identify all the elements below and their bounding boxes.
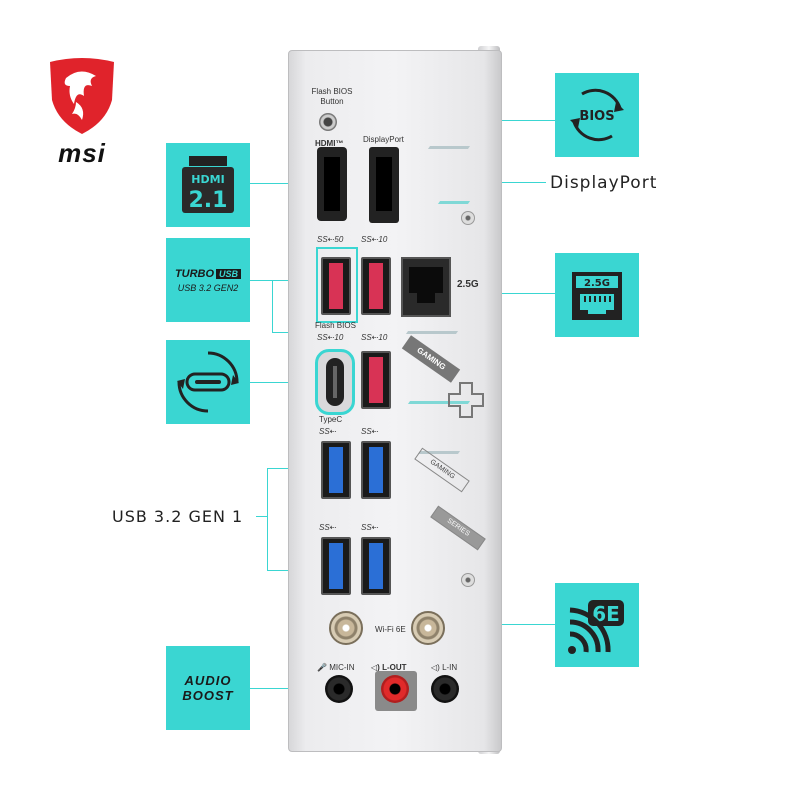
usb-speed-label: SS⇠: [361, 523, 379, 532]
leader-turbo-usb: [250, 280, 320, 281]
io-shield-panel: Flash BIOS Button HDMI™ DisplayPort SS⇠5…: [288, 50, 502, 752]
flash-bios-button[interactable]: [319, 113, 337, 131]
usb-speed-label: SS⇠10: [317, 333, 344, 342]
usb-gen2-label: USB 3.2 GEN2: [177, 282, 239, 293]
callout-lan: 2.5G: [555, 253, 639, 337]
mic-in-label: 🎤 MIC-IN: [317, 663, 355, 672]
wifi-antenna-connector[interactable]: [329, 611, 363, 645]
mic-in-jack[interactable]: [325, 675, 353, 703]
leader-usb-gen1-v: [267, 468, 268, 570]
usb-speed-label: SS⇠50: [317, 235, 344, 244]
callout-hdmi: HDMI 2.1: [166, 143, 250, 227]
callout-bios: BIOS: [555, 73, 639, 157]
microphone-icon: 🎤: [317, 663, 327, 672]
usb-gen2-port-flash-bios[interactable]: [321, 257, 351, 315]
callout-wifi-6e: 6E: [555, 583, 639, 667]
usb-gen1-port[interactable]: [361, 441, 391, 499]
boost-label: BOOST: [182, 688, 234, 703]
decor-stripe: [405, 331, 459, 334]
svg-text:BIOS: BIOS: [579, 109, 614, 124]
usb-speed-label: SS⇠10: [361, 333, 388, 342]
wifi-label: Wi-Fi 6E: [375, 625, 406, 634]
callout-audio-boost: AUDIO BOOST: [166, 646, 250, 730]
panel-screw: [461, 211, 475, 225]
gaming-series-badge: GAMING: [414, 447, 470, 493]
panel-screw: [461, 573, 475, 587]
hdmi-port[interactable]: [317, 147, 347, 221]
speaker-out-icon: ◁): [371, 663, 380, 672]
displayport-callout-label: DisplayPort: [550, 173, 658, 193]
svg-text:HDMI: HDMI: [191, 173, 224, 186]
leader-usb-gen1-mid: [256, 516, 267, 517]
usb-speed-label: SS⇠: [319, 523, 337, 532]
usb-gen2-port[interactable]: [361, 351, 391, 409]
decor-stripe: [427, 146, 471, 149]
l-in-label: ◁) L-IN: [431, 663, 458, 672]
usb-gen1-port[interactable]: [321, 537, 351, 595]
usb-typec-icon: [177, 351, 239, 413]
ethernet-port-icon: 2.5G: [572, 272, 622, 320]
usb-speed-label: SS⇠: [319, 427, 337, 436]
displayport-port-label: DisplayPort: [363, 135, 404, 144]
callout-turbo-usb: TURBO USB USB 3.2 GEN2: [166, 238, 250, 322]
usb-gen1-callout-label: USB 3.2 GEN 1: [112, 507, 244, 526]
usb-speed-label: SS⇠: [361, 427, 379, 436]
hdmi-icon: HDMI 2.1: [182, 154, 234, 213]
hdmi-port-label: HDMI™: [315, 139, 344, 148]
svg-text:2.1: 2.1: [189, 188, 228, 213]
decor-stripe: [437, 201, 471, 204]
usb-gen1-port[interactable]: [361, 537, 391, 595]
turbo-label: TURBO: [174, 267, 215, 280]
wifi-6e-icon: 6E: [568, 600, 624, 654]
l-out-jack[interactable]: [381, 675, 409, 703]
msi-dragon-shield-icon: [50, 58, 114, 134]
gamepad-dpad-icon: [448, 382, 484, 418]
bios-refresh-icon: BIOS: [570, 88, 624, 142]
typec-label: TypeC: [319, 415, 343, 424]
usb-label: USB: [216, 268, 242, 279]
gaming-series-badge: SERIES: [430, 505, 486, 551]
svg-text:2.5G: 2.5G: [584, 278, 610, 289]
audio-label: AUDIO: [184, 673, 232, 688]
leader-turbo-usb-v: [272, 280, 273, 332]
lan-port-label: 2.5G: [457, 279, 479, 290]
wifi-antenna-connector[interactable]: [411, 611, 445, 645]
usb-speed-label: SS⇠10: [361, 235, 388, 244]
msi-wordmark: msi: [58, 138, 106, 168]
gaming-badge: GAMING: [401, 335, 461, 383]
leader-typec: [250, 382, 320, 383]
usb-gen1-port[interactable]: [321, 441, 351, 499]
flash-bios-port-label: Flash BIOS: [315, 321, 356, 330]
l-out-label: ◁) L-OUT: [371, 663, 407, 672]
usb-typec-port[interactable]: [315, 349, 355, 415]
flash-bios-usb-outline: [316, 247, 358, 323]
usb-gen2-port[interactable]: [361, 257, 391, 315]
l-in-jack[interactable]: [431, 675, 459, 703]
flash-bios-button-label: Flash BIOS Button: [311, 87, 353, 106]
msi-logo: msi: [46, 56, 118, 168]
line-in-icon: ◁): [431, 663, 440, 672]
lan-port[interactable]: [401, 257, 451, 317]
callout-typec: [166, 340, 250, 424]
displayport-port[interactable]: [369, 147, 399, 223]
